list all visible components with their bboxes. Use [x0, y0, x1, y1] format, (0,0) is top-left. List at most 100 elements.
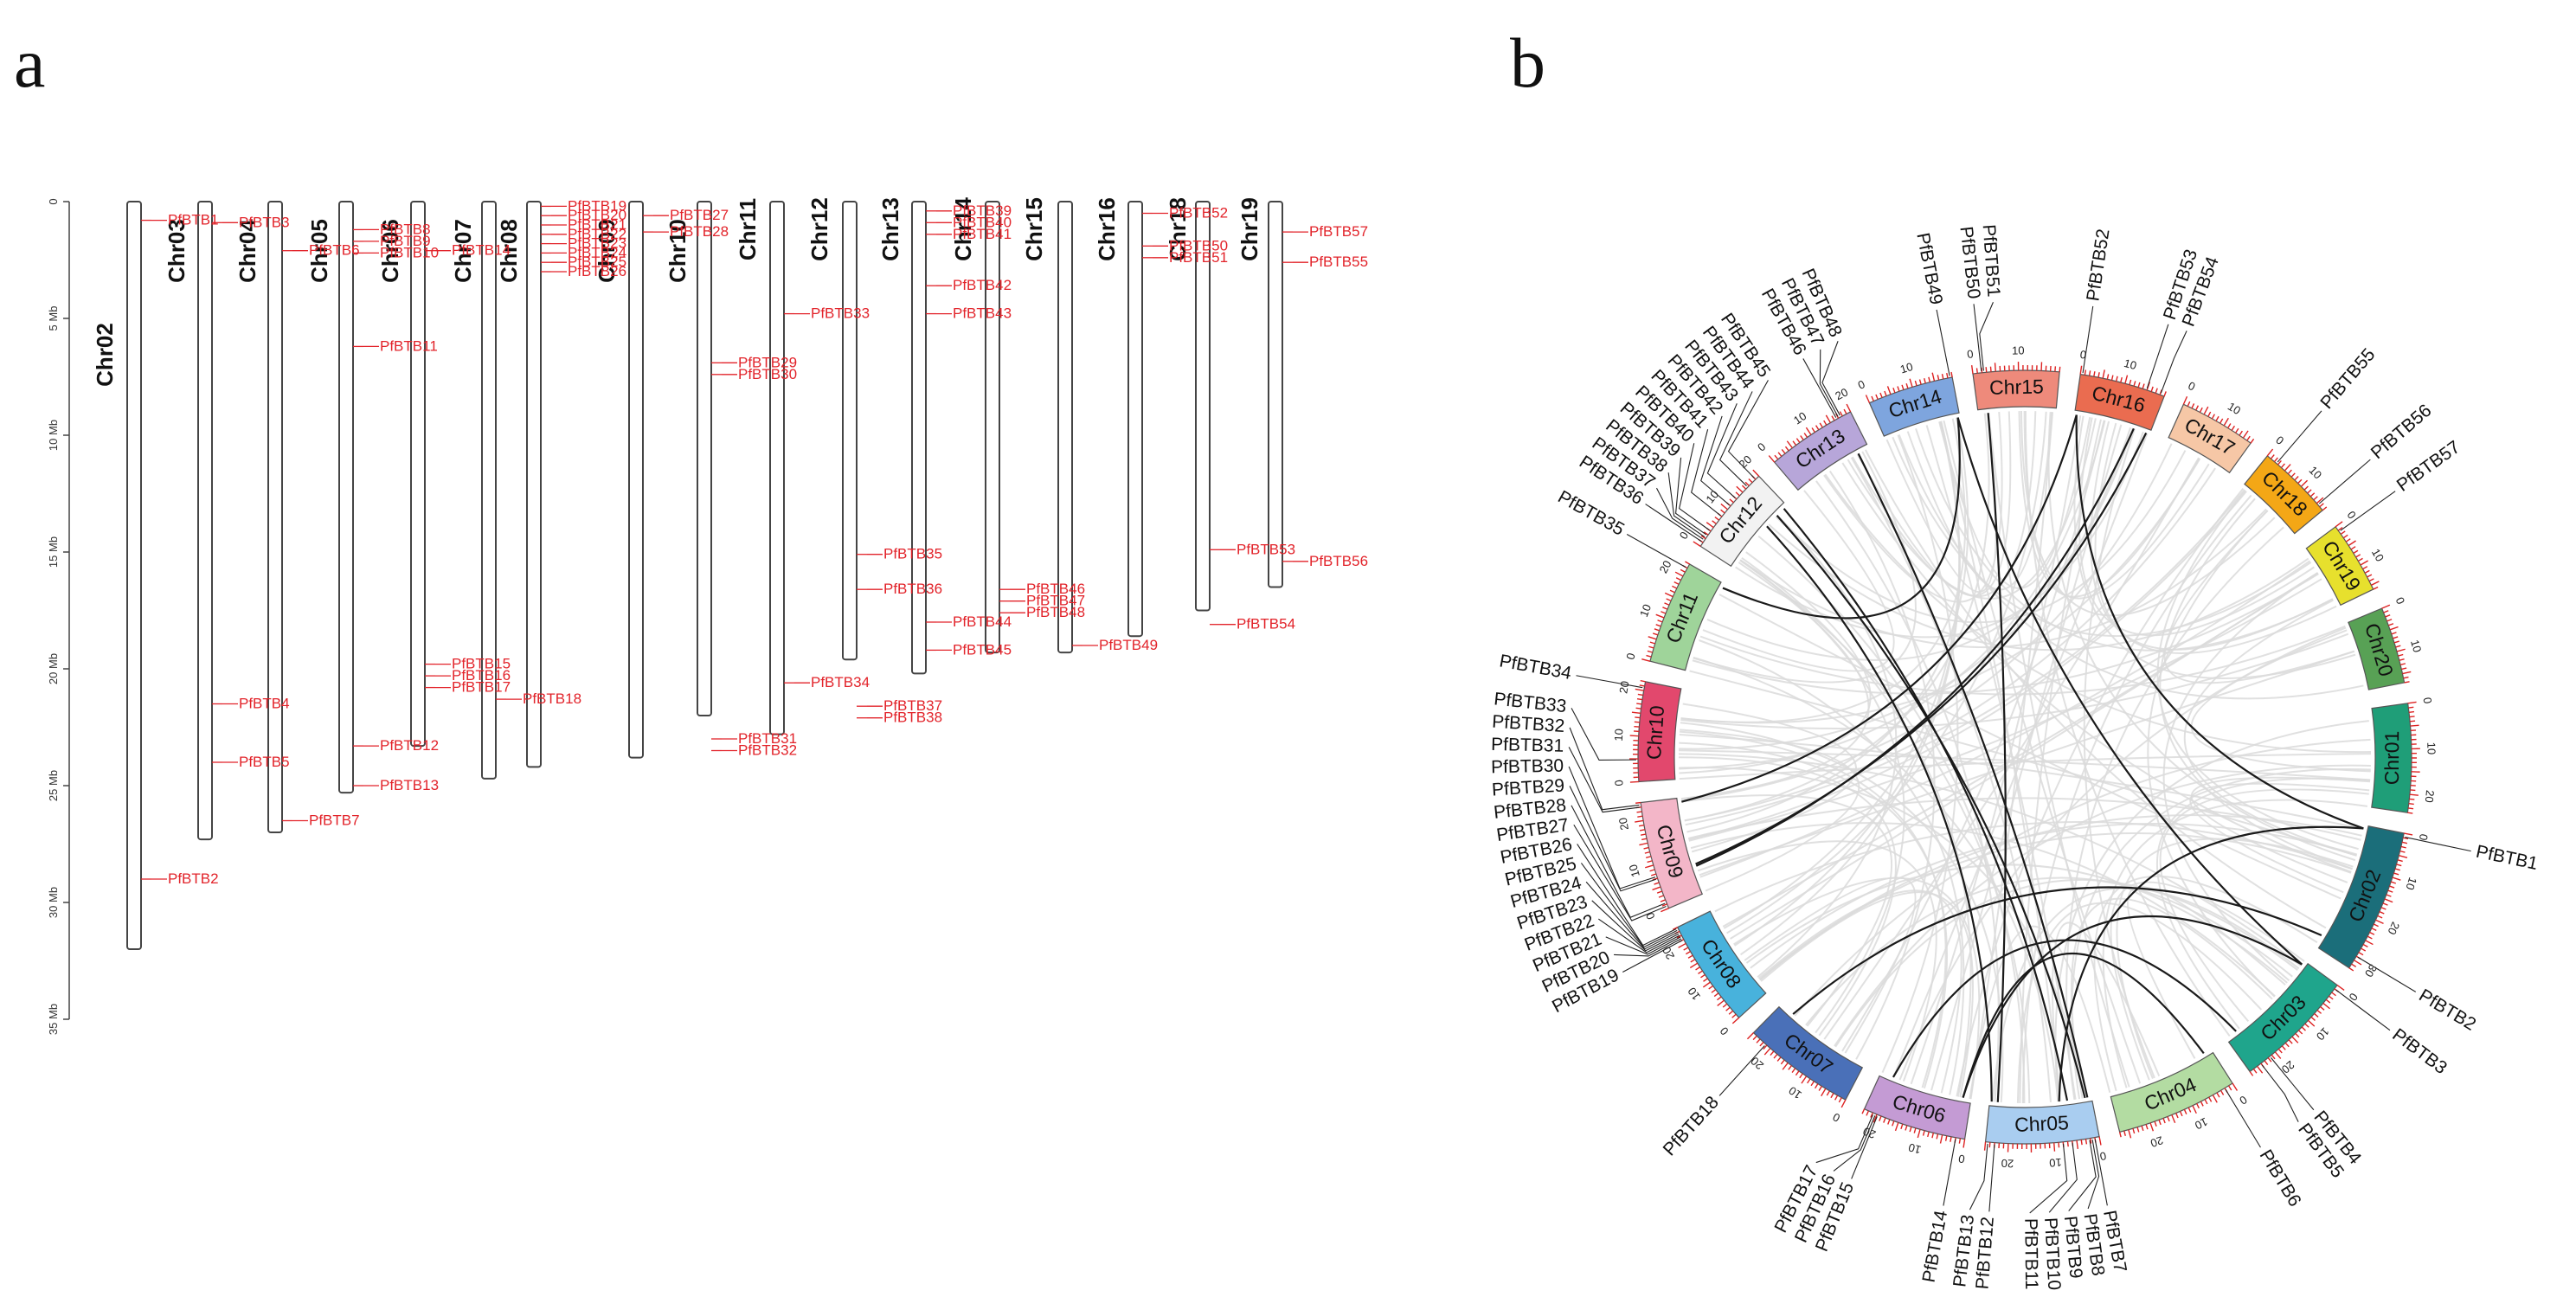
scale-tick [1823, 420, 1828, 426]
scale-tick [2336, 984, 2345, 992]
chromosome-bar [1127, 201, 1143, 638]
scale-tick [1661, 908, 1669, 913]
collinear-block-links [1678, 410, 2371, 1104]
collinear-link [1892, 433, 2149, 1078]
scale-tick [1680, 568, 1686, 573]
scale-tick [1975, 368, 1978, 374]
scale-tick [1644, 851, 1650, 854]
scale-tick [1728, 1010, 1734, 1015]
scale-tick [2381, 604, 2391, 609]
gene-leader [2357, 956, 2417, 992]
scale-tick [2158, 1120, 2162, 1126]
collinear-link [1690, 822, 2276, 998]
scale-tick [1689, 962, 1699, 969]
scale-tick [2307, 489, 2312, 494]
axis-tick-label: 0 [47, 198, 60, 204]
scale-tick [2128, 1129, 2132, 1139]
chromosome-label: Chr09 [594, 219, 620, 283]
scale-tick [1871, 395, 1874, 401]
scale-tick [2273, 457, 2278, 462]
scale-tick [1649, 641, 1655, 645]
collinear-link [2102, 799, 2368, 1088]
collinear-link [1969, 925, 2111, 1100]
collinear-link [1750, 823, 2358, 969]
collinear-link [2110, 881, 2305, 1081]
collinear-link [2183, 599, 2357, 857]
scale-tick [1657, 620, 1663, 623]
gene-leader [1569, 786, 1656, 892]
scale-tick [2393, 640, 2399, 644]
scale-tick [1635, 716, 1641, 719]
scale-tick [1861, 1108, 1866, 1114]
gene-leader [2225, 1089, 2261, 1148]
scale-tick [2387, 889, 2393, 893]
scale-tick [1866, 1110, 1870, 1116]
gene-leader [1979, 302, 1994, 371]
collinear-link [1688, 491, 2247, 841]
scale-tick [1937, 375, 1940, 381]
scale-tick [2368, 578, 2374, 582]
scale-tick [1752, 469, 1760, 477]
gene-label: PfBTB2 [2415, 986, 2479, 1035]
gene-leader [1591, 900, 1680, 952]
collinear-link [2155, 777, 2371, 1030]
scale-tick [1807, 1078, 1811, 1084]
gene-label: PfBTB24 [568, 244, 626, 260]
scale-tick [2249, 1071, 2254, 1076]
scale-tick-label: 0 [2237, 1093, 2249, 1108]
scale-tick [1788, 1065, 1792, 1070]
gene-leader [2340, 491, 2396, 531]
gene-label: PfBTB55 [1309, 254, 1368, 270]
gene-leader [2261, 1064, 2299, 1122]
gene-leader [1969, 1143, 1988, 1210]
scale-tick [1815, 1083, 1819, 1089]
scale-tick [2399, 855, 2408, 858]
gene-leader [1718, 1045, 1765, 1096]
scale-tick [1652, 632, 1659, 636]
scale-tick [1922, 1130, 1925, 1136]
gene-leader [1580, 863, 1678, 948]
scale-tick [1686, 951, 1691, 955]
scale-tick [2207, 411, 2212, 417]
scale-tick-label: 0 [1718, 1024, 1731, 1037]
gene-leader [1679, 443, 1710, 531]
chromosome-bar [410, 201, 426, 748]
scale-tick [1652, 886, 1661, 891]
collinear-link [1991, 887, 2300, 1102]
gene-label: PfBTB52 [1169, 205, 1228, 222]
collinear-link [2047, 412, 2356, 862]
gene-label: PfBTB30 [738, 366, 797, 382]
scale-tick [1763, 1044, 1768, 1050]
scale-tick-label: 0 [1755, 440, 1768, 454]
scale-tick [2373, 586, 2379, 590]
scale-tick [1834, 1095, 1839, 1101]
scale-tick [1900, 1123, 1904, 1130]
gene-label: PfBTB11 [380, 337, 438, 354]
scale-tick [1838, 1097, 1842, 1103]
scale-tick [2364, 569, 2370, 574]
scale-tick [1917, 1129, 1921, 1139]
scale-tick [1801, 1075, 1808, 1084]
scale-tick [1825, 414, 1831, 423]
gene-label: PfBTB18 [1660, 1093, 1723, 1160]
gene-leader [1943, 1139, 1956, 1206]
scale-tick-label: 10 [2425, 742, 2438, 755]
gene-leader [1802, 358, 1837, 418]
scale-tick [1717, 996, 1722, 1001]
scale-tick [1731, 1013, 1737, 1018]
scale-tick-label: 10 [2314, 1025, 2332, 1043]
collinear-link [2156, 490, 2359, 851]
scale-tick [1647, 650, 1653, 653]
scale-tick [1650, 873, 1657, 876]
scale-tick-label: 0 [1830, 1110, 1841, 1125]
gene-label: PfBTB34 [1498, 651, 1573, 684]
scale-tick-label: 0 [2417, 833, 2431, 842]
scale-tick [1795, 1070, 1800, 1076]
scale-tick [1905, 382, 1909, 389]
scale-tick [1791, 1068, 1796, 1073]
scale-tick [1638, 824, 1645, 827]
scale-tick [1763, 1048, 1771, 1056]
gene-leader [2271, 1057, 2315, 1111]
scale-tick-label: 0 [2273, 433, 2286, 447]
